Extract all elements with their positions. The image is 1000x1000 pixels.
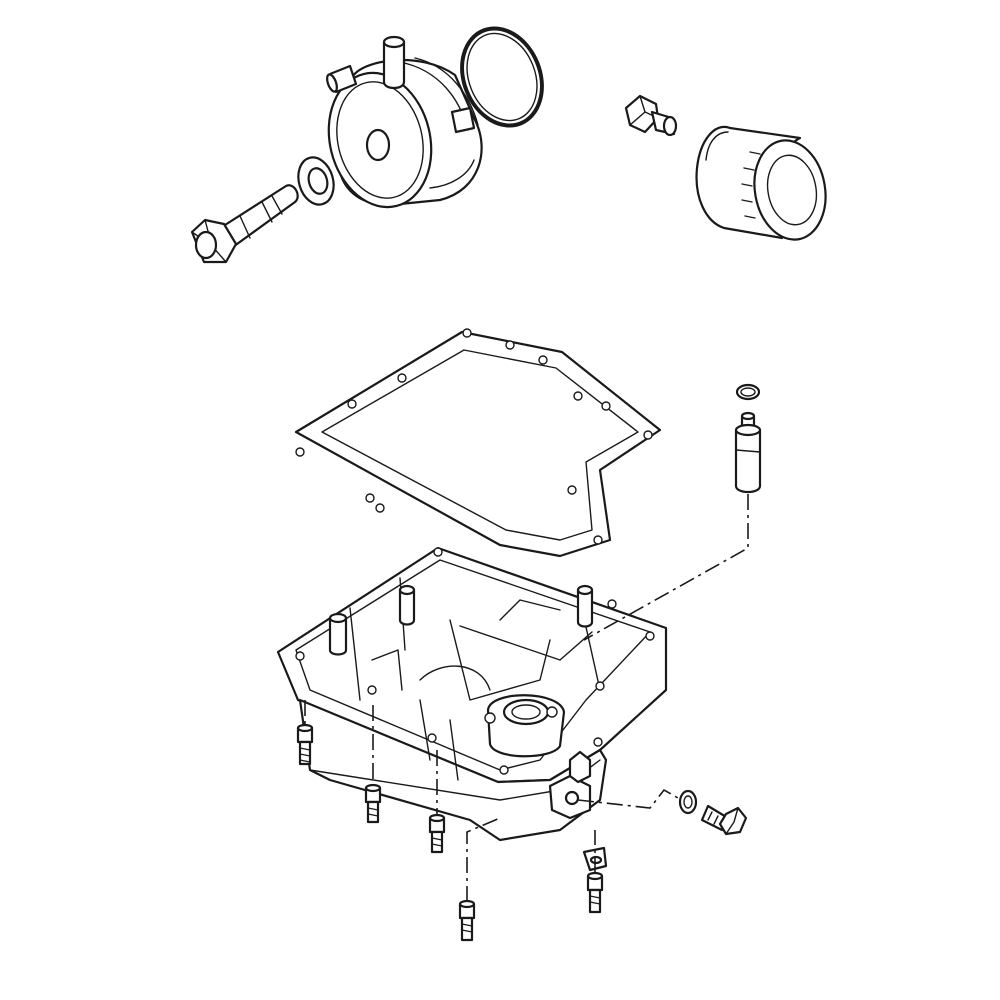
hollow-bolt: [190, 184, 299, 264]
drain-plug: [678, 789, 748, 836]
o-ring-large: [460, 26, 544, 128]
pan-bolt-4: [458, 899, 476, 942]
pan-bolt-3: [428, 813, 446, 854]
pan-bolt-5: [586, 871, 604, 914]
pan-bolt-2: [364, 783, 382, 824]
oil-pan-gasket: [294, 328, 662, 583]
oil-cooler: [326, 35, 483, 209]
pan-bolt-1: [296, 723, 314, 766]
oil-filter: [695, 125, 827, 241]
seal-washer: [297, 156, 335, 206]
filter-fitting: [624, 94, 678, 137]
oil-pipe: [734, 383, 762, 494]
assembly-center-lines: [304, 494, 749, 902]
oil-pan: [276, 546, 668, 842]
